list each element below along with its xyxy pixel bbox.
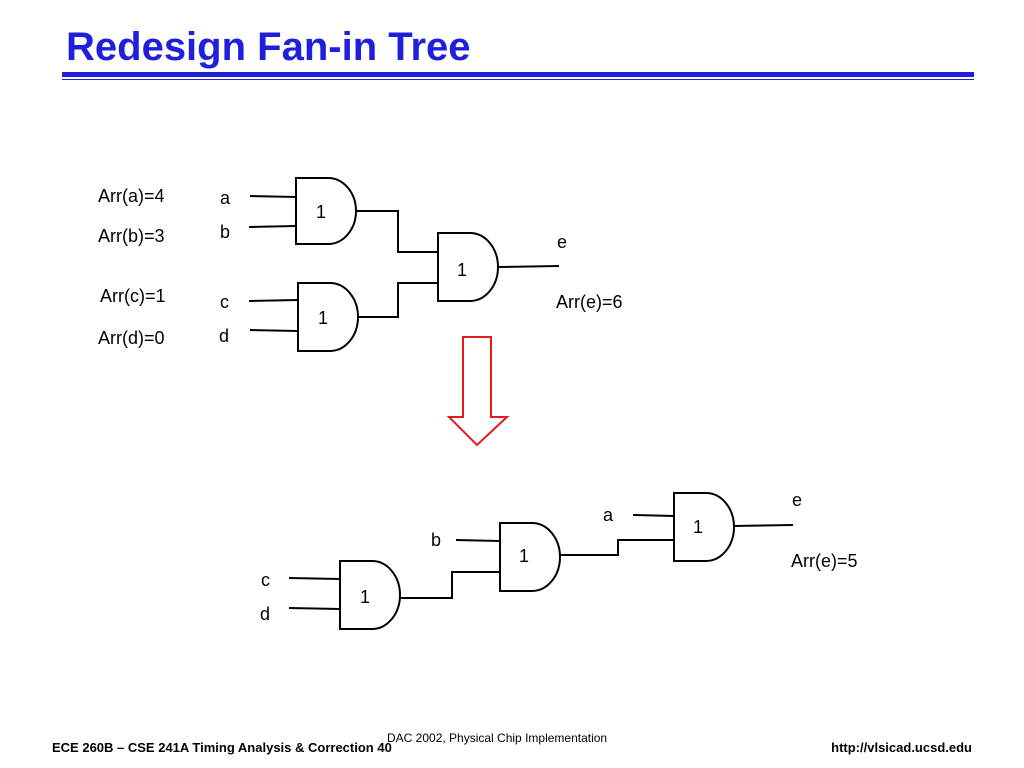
top-gate-label-output: 1	[457, 260, 467, 280]
top-arrival-c: Arr(c)=1	[100, 286, 166, 306]
top-arrival-b: Arr(b)=3	[98, 226, 165, 246]
top-and-gate-cd	[297, 282, 359, 352]
top-wire-e	[497, 265, 560, 268]
bottom-wire-e	[733, 524, 794, 527]
bottom-input-b: b	[431, 530, 441, 550]
bottom-and-gate-cd	[339, 560, 401, 630]
bottom-wire-b	[455, 539, 501, 542]
top-wire-d	[249, 329, 299, 332]
bottom-output-arrival: Arr(e)=5	[791, 551, 858, 571]
bottom-wire-d	[288, 607, 341, 610]
bottom-wire-cd-to-b-gate	[400, 571, 500, 599]
bottom-gate-label-a: 1	[693, 517, 703, 537]
top-wire-ab-to-output	[356, 210, 438, 253]
top-wire-c	[248, 299, 299, 302]
bottom-gate-label-cd: 1	[360, 587, 370, 607]
top-and-gate-output	[437, 232, 499, 302]
bottom-input-a: a	[603, 505, 614, 525]
bottom-output-name: e	[792, 490, 802, 510]
top-output-arrival: Arr(e)=6	[556, 292, 623, 312]
title-underline	[62, 72, 974, 77]
top-input-a: a	[220, 188, 231, 208]
top-wire-a	[249, 195, 297, 198]
bottom-wire-c	[288, 577, 341, 580]
footer-course-info: ECE 260B – CSE 241A Timing Analysis & Co…	[52, 740, 392, 755]
title-underline-thin	[62, 79, 974, 80]
footer-conference: DAC 2002, Physical Chip Implementation	[387, 731, 608, 745]
bottom-and-gate-b	[499, 522, 561, 592]
top-output-name: e	[557, 232, 567, 252]
slide-title: Redesign Fan-in Tree	[66, 25, 471, 69]
top-arrival-d: Arr(d)=0	[98, 328, 165, 348]
bottom-input-c: c	[261, 570, 270, 590]
top-wire-b	[248, 225, 297, 228]
top-and-gate-ab	[295, 177, 357, 245]
top-wire-cd-to-output	[358, 282, 438, 318]
top-input-c: c	[220, 292, 229, 312]
transform-arrow	[446, 336, 510, 447]
top-gate-label-cd: 1	[318, 308, 328, 328]
bottom-wire-a	[632, 514, 675, 517]
bottom-gate-label-b: 1	[519, 546, 529, 566]
top-arrival-a: Arr(a)=4	[98, 186, 165, 206]
footer-url: http://vlsicad.ucsd.edu	[831, 740, 972, 755]
top-input-b: b	[220, 222, 230, 242]
bottom-input-d: d	[260, 604, 270, 624]
bottom-and-gate-a	[673, 492, 735, 562]
top-gate-label-ab: 1	[316, 202, 326, 222]
top-input-d: d	[219, 326, 229, 346]
bottom-wire-b-gate-to-a-gate	[560, 539, 674, 556]
